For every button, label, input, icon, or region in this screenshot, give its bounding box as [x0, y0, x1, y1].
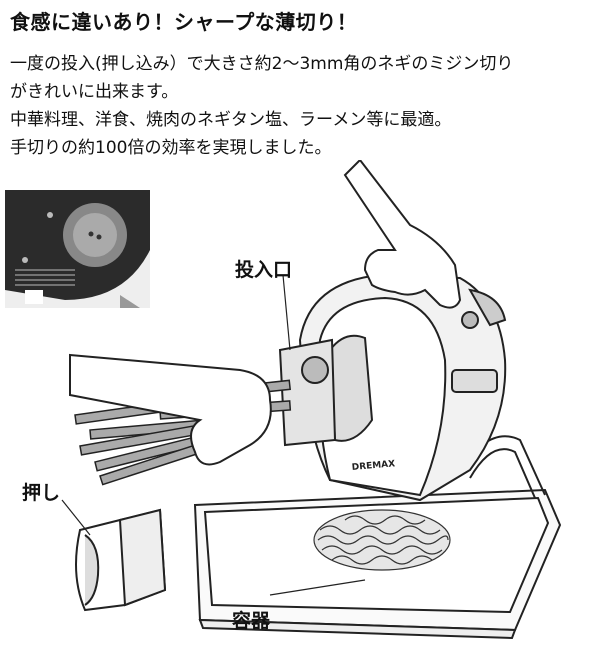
headline: 食感に違いあり！シャープな薄切り！	[10, 10, 358, 34]
blade-photo	[5, 190, 150, 308]
chopped-pile	[313, 509, 451, 571]
pusher-label: 押し	[22, 482, 61, 504]
description-line-3: 中華料理、洋食、焼肉のネギタン塩、ラーメン等に最適。	[10, 110, 452, 130]
slicer-machine	[298, 273, 507, 502]
pusher	[75, 508, 167, 612]
description: 一度の投入(押し込み）で大きさ約2～3mm角のネギのミジン切り がきれいに出来ま…	[10, 50, 595, 162]
inlet-label: 投入口	[235, 259, 293, 281]
left-hand	[69, 353, 272, 466]
brand-text: DREMAX	[351, 459, 395, 473]
slicer-illustration: DREMAX	[61, 160, 562, 640]
description-line-2: がきれいに出来ます。	[10, 82, 179, 102]
inlet-chute	[278, 338, 337, 447]
description-line-4: 手切りの約100倍の効率を実現しました。	[10, 138, 332, 158]
description-line-1: 一度の投入(押し込み）で大きさ約2～3mm角のネギのミジン切り	[10, 54, 514, 74]
leader-lines	[61, 274, 366, 596]
right-hand	[343, 160, 462, 309]
container-label: 容器	[232, 610, 271, 632]
